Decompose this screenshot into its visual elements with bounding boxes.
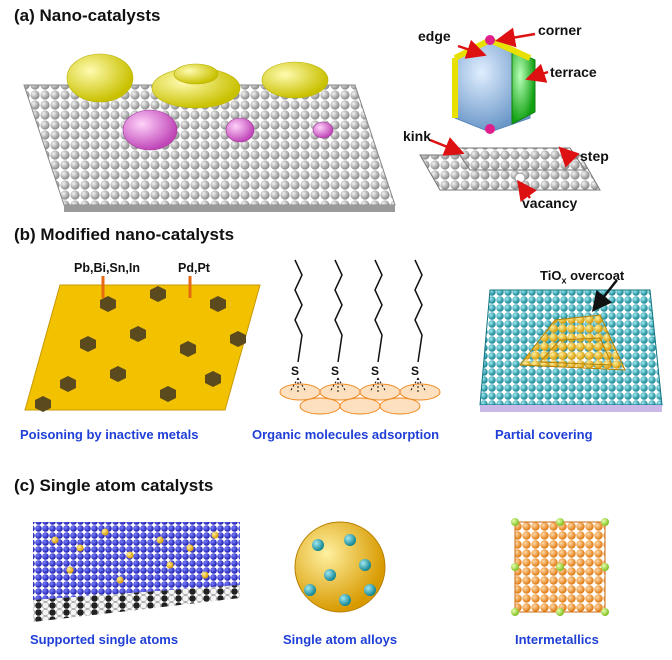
single-atoms [51,528,219,584]
caption-intermetallics: Intermetallics [515,632,599,647]
label-overcoat: TiOx overcoat [540,268,624,286]
label-edge: edge [418,28,451,44]
navy-slab [33,522,240,600]
label-step: step [580,148,609,164]
label-terrace: terrace [550,64,597,80]
s-dashes [289,377,427,393]
support-layer [33,585,240,622]
label-poison-metals: Pb,Bi,Sn,In [74,261,140,275]
caption-partial: Partial covering [495,427,593,442]
label-active-metals: Pd,Pt [178,261,210,275]
label-s-2: S [331,364,340,378]
caption-organic: Organic molecules adsorption [252,427,440,442]
alkyl-chains [294,259,423,363]
caption-poisoning: Poisoning by inactive metals [20,427,199,442]
overcoat-main: TiO [540,268,562,283]
yellow-clusters [66,53,329,109]
label-s-3: S [371,364,380,378]
orange-base [279,383,441,415]
label-kink: kink [403,128,432,144]
poisoning-slab [24,284,261,411]
section-b-title: (b) Modified nano-catalysts [14,225,235,244]
caption-supported: Supported single atoms [30,632,179,647]
alloy-dopants [304,534,376,606]
caption-alloys: Single atom alloys [283,632,398,647]
intermetallic-lattice [511,518,609,616]
label-corner: corner [538,22,582,38]
pink-clusters [122,109,334,151]
overcoat-sub: x [561,275,567,286]
label-s-1: S [291,364,300,378]
label-s-4: S [411,364,420,378]
section-c-title: (c) Single atom catalysts [14,476,214,495]
section-a-title: (a) Nano-catalysts [14,6,161,25]
overcoat-tail: overcoat [566,268,625,283]
poison-hex-atoms [35,286,246,412]
label-vacancy: vacancy [522,195,578,211]
step-surface [419,147,601,191]
